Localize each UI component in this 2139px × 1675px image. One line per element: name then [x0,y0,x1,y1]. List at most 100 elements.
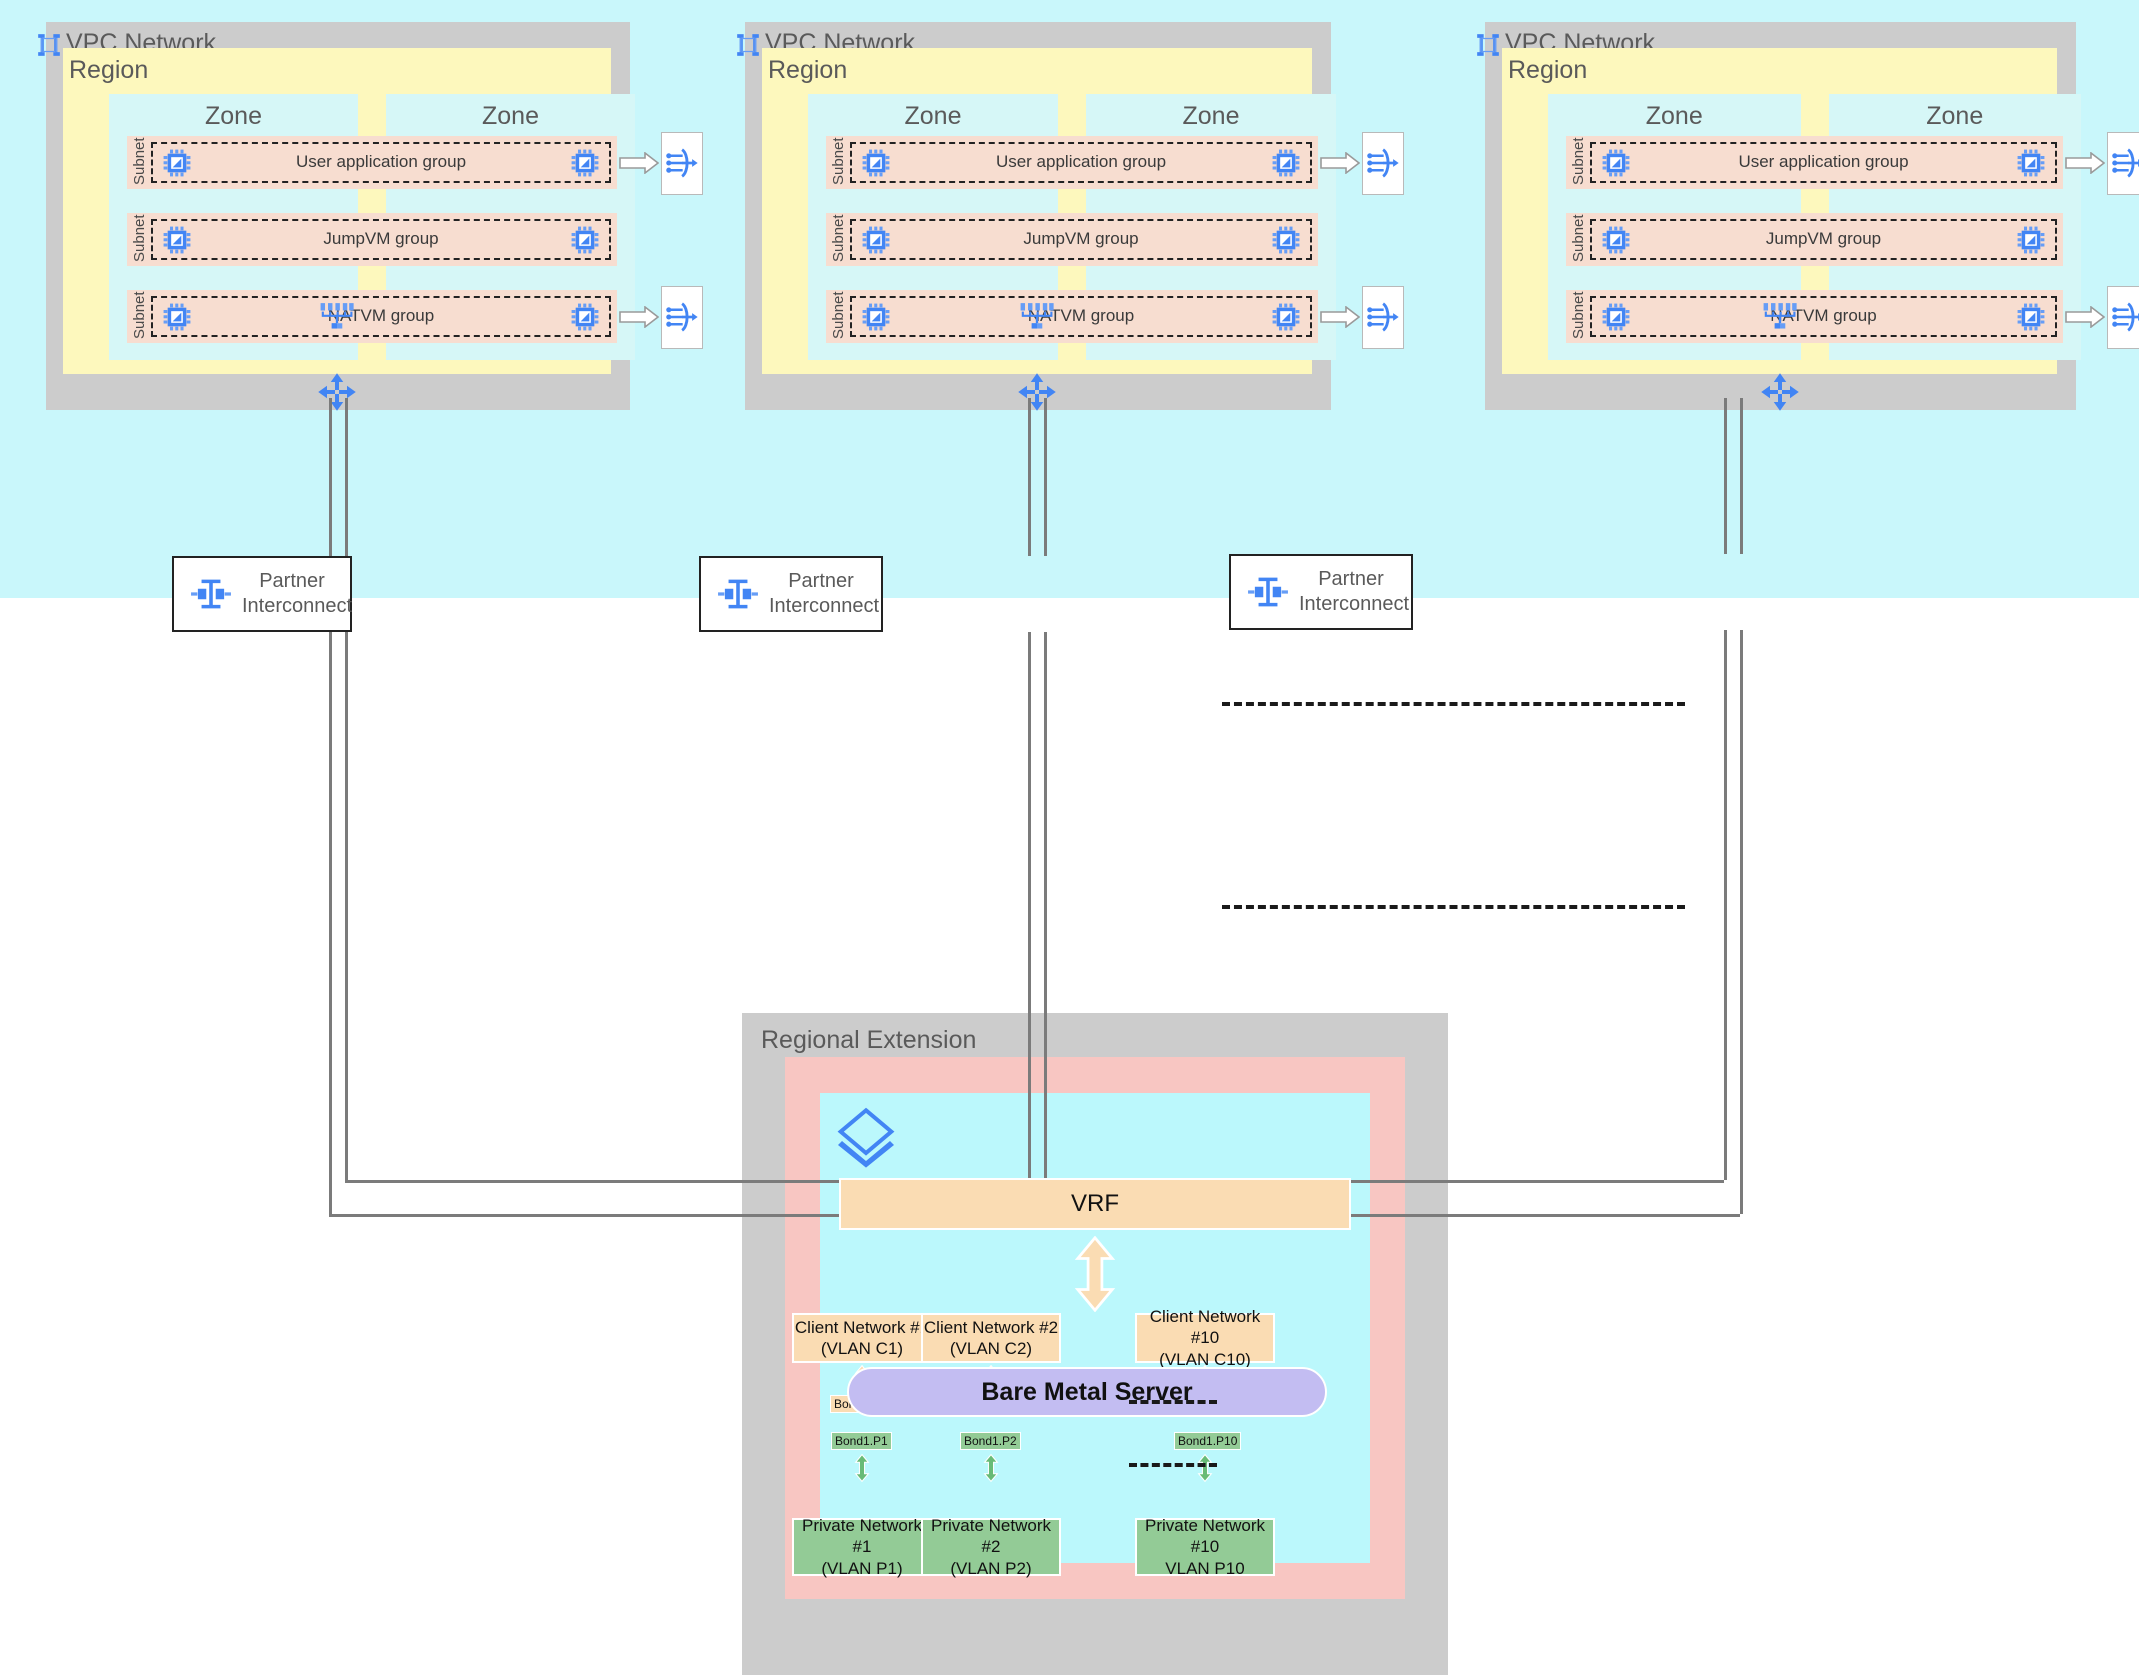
dashed-separator-bottom [1222,905,1685,909]
cloud-router-icon-2 [1017,372,1057,412]
vm-instance-icon-1-2-1 [163,226,191,254]
subnet-1-2 [127,213,617,266]
cloud-nat-icon-1-1 [661,143,701,183]
partner-interconnect-icon-2 [717,577,759,611]
flow-arrow-2-1 [1320,150,1361,179]
instance-group-2-1 [850,142,1312,183]
subnet-2-1 [826,136,1318,189]
vm-instance-icon-1-3-2 [571,303,599,331]
zone-label-3-2: Zone [1926,102,1984,130]
flow-arrow-icon [2065,150,2106,175]
vm-instance-icon-2-2-2 [1272,226,1300,254]
private-bond-arrow-3 [1196,1453,1214,1487]
vm-instance-icon [571,226,599,253]
partner-interconnect-line2-2: Interconnect [769,595,880,617]
vm-instance-icon-1-3-1 [163,303,191,331]
private-bond-arrow-1 [853,1453,871,1487]
cloud-router-tree-icon [1763,303,1797,329]
instance-group-1-1 [151,142,611,183]
cloud-nat-icon [1367,301,1399,332]
vm-instance-icon [862,303,890,330]
cloud-router-tree-icon [1020,303,1054,329]
flow-arrow-icon [619,304,660,329]
instance-group-3-2 [1590,219,2057,260]
cloud-nat-icon [2112,147,2139,178]
instance-group-label-2-3: NATVM group [1027,305,1135,325]
subnet-2-3 [826,290,1318,343]
vm-instance-icon-2-3-1 [862,303,890,331]
private-network-line1-2: Private Network #2 [931,1516,1051,1557]
partner-interconnect-line2-3: Interconnect [1299,593,1410,615]
vm-instance-icon-1-1-1 [163,149,191,177]
vm-instance-icon [571,303,599,330]
partner-interconnect-line1-1: Partner [259,570,325,592]
instance-group-label-3-3: NATVM group [1770,305,1877,325]
subnet-label-1-3: Subnet [131,291,148,339]
vm-instance-icon-3-3-1 [1602,303,1630,331]
flow-arrow-2-3 [1320,304,1361,333]
vm-instance-icon-3-2-2 [2017,226,2045,254]
flow-arrow-1-1 [619,150,660,179]
vpc-network-icon-wrap [36,32,62,58]
vm-instance-icon [1602,149,1630,176]
cloud-router-icon-1 [317,372,357,412]
regional-extension-title: Regional Extension [761,1026,977,1054]
instance-group-label-2-1: User application group [995,151,1167,171]
subnet-2-2 [826,213,1318,266]
vm-instance-icon [1602,226,1630,253]
vm-instance-icon [2017,226,2045,253]
link-vpc2-router-to-pi-b [1044,398,1047,556]
vm-instance-icon [1272,149,1300,176]
instance-group-2-3 [850,296,1312,337]
bond-label-private-3: Bond1.P10 [1174,1432,1242,1450]
link-pi1-down-a [329,632,332,1214]
cloud-nat-icon-2-1 [1362,143,1402,183]
vm-instance-icon-2-2-1 [862,226,890,254]
link-vpc3-router-to-pi-a [1724,398,1727,554]
cloud-nat-icon-2-3 [1362,297,1402,337]
cloud-router-tree-icon-1 [319,302,355,336]
link-vpc2-router-to-pi-a [1028,398,1031,556]
vm-instance-icon-3-2-1 [1602,226,1630,254]
vm-instance-icon [571,149,599,176]
partner-interconnect-line2-1: Interconnect [242,595,353,617]
dashed-separator-top [1222,702,1685,706]
instance-group-2-2 [850,219,1312,260]
cloud-nat-icon-3-1 [2107,143,2139,183]
cloud-nat-box-3-3 [2107,286,2139,349]
vm-instance-icon-3-1-1 [1602,149,1630,177]
vpc-network-icon [38,34,60,56]
flow-arrow-1-3 [619,304,660,333]
subnet-1-1 [127,136,617,189]
vpc-network-icon-wrap [735,32,761,58]
private-bond-arrow-2 [982,1453,1000,1487]
client-network-line1-3: Client Network #10 [1149,1307,1261,1348]
cloud-router-tree-icon-3 [1762,302,1798,336]
cloud-router-tree-icon [320,303,354,329]
zone-label-2-1: Zone [904,102,962,130]
vrf-bms-double-arrow [1071,1235,1119,1317]
instance-group-label-3-1: User application group [1738,151,1909,171]
vpc-network-icon-wrap [1475,32,1501,58]
private-network-line2-2: (VLAN P2) [950,1558,1032,1578]
region-label-1: Region [69,56,149,84]
client-network-line1-1: Client Network #1 [794,1317,930,1337]
link-pi3-down-b [1740,630,1743,1214]
client-network-line2-2: (VLAN C2) [949,1339,1033,1358]
link-vpc1-router-to-pi-a [329,398,332,556]
vm-instance-icon [163,226,191,253]
instance-group-3-1 [1590,142,2057,183]
instance-group-1-2 [151,219,611,260]
bond-client-dashed-separator [1129,1400,1217,1404]
subnet-3-2 [1566,213,2063,266]
client-network-text-3: Client Network #10(VLAN C10) [1137,1306,1273,1370]
private-network-line2-3: #10 [1190,1537,1220,1557]
link-pi3-down-a [1724,630,1727,1180]
cloud-router-icon [1018,373,1056,411]
vm-instance-icon [862,226,890,253]
layers-icon-wrap [834,1105,898,1169]
